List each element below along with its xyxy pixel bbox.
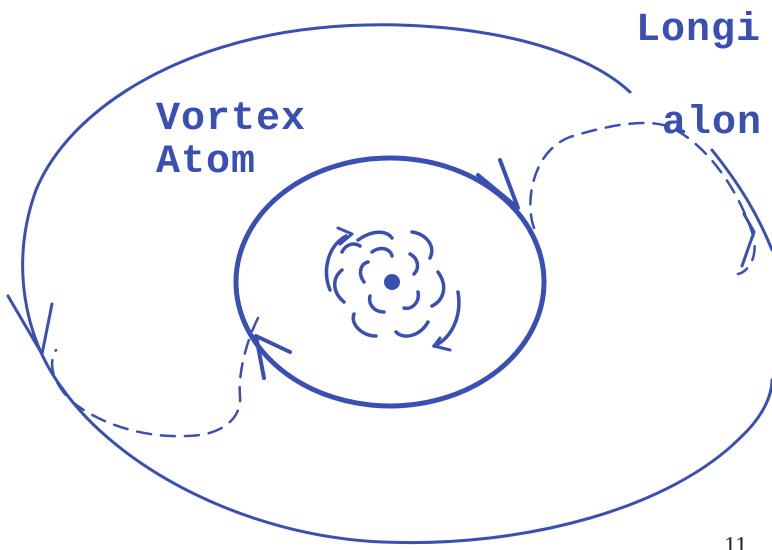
label-atom: Atom	[156, 140, 257, 185]
arrow-outer-left-icon	[6, 294, 54, 356]
label-vortex: Vortex	[156, 97, 307, 142]
nucleus-dot	[384, 274, 400, 290]
label-along: alon	[662, 101, 763, 146]
inner-orbit	[233, 155, 547, 409]
label-longi: Longi	[636, 8, 762, 53]
central-vortex	[324, 230, 461, 348]
outer-loop	[21, 23, 772, 545]
arrow-outer-right-icon	[740, 212, 756, 268]
page-number: 11	[724, 533, 748, 550]
outer-loop-right-edge	[710, 148, 772, 252]
vortex-arrow-right-icon	[432, 336, 452, 352]
vortex-arrow-left-icon	[336, 226, 354, 246]
arrow-inner-bottom-icon	[254, 334, 292, 380]
dashed-curve-lower	[50, 316, 260, 438]
arrow-inner-top-icon	[476, 158, 520, 210]
